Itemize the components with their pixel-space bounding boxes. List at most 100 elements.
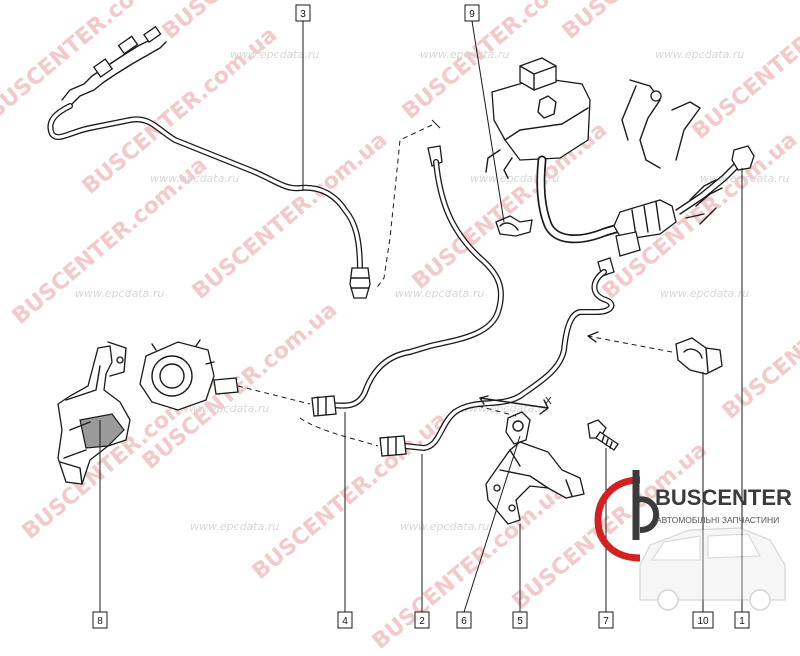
logo-van-graphic: [639, 527, 786, 611]
part-7-bolt: [587, 419, 619, 451]
watermark-brand: BUSCENTER.com.ua: [248, 407, 452, 584]
feed-fitting-outline: [71, 41, 167, 105]
bracket-folds: [59, 365, 101, 485]
arrow-head: [587, 331, 599, 343]
pipe-4-inner: [328, 160, 503, 408]
connection-dashed-line: [299, 417, 379, 447]
support-bracket-plate: [485, 441, 585, 525]
watermark-brand: BUSCENTER.com.ua: [558, 0, 762, 45]
bracket-shaded-face: [79, 413, 125, 449]
part-9-reservoir-assembly: [485, 57, 637, 244]
watermark-site: www.epcdata.ru: [150, 172, 239, 185]
callout-4: 4: [337, 611, 353, 629]
logo-name: BUSCENTER: [655, 485, 792, 510]
callout-10: 10: [692, 611, 714, 629]
reservoir-cap: [519, 57, 557, 91]
watermark-site: www.epcdata.ru: [660, 287, 749, 300]
pedal-bracket: [621, 79, 661, 169]
slave-cylinder-bore: [159, 363, 185, 389]
pushrod-clevis: [731, 145, 755, 171]
bracket-hole: [116, 356, 124, 364]
part-3-upper-pipe: [47, 25, 371, 299]
pushrod-boot: [689, 179, 723, 207]
dimension-arrow-head: [479, 395, 489, 405]
mount-stud: [685, 207, 717, 225]
cut-mark: [431, 119, 441, 129]
watermark-site: www.epcdata.ru: [230, 48, 319, 61]
pipe-3-end-fitting: [349, 267, 371, 299]
callout-5: 5: [512, 611, 528, 629]
fluid-reservoir: [491, 77, 591, 161]
slave-cylinder-bore: [151, 355, 193, 397]
connection-dashed-line: [374, 124, 433, 291]
watermark-site: www.epcdata.ru: [180, 402, 269, 415]
part-4-long-pipe: [311, 145, 504, 417]
callout-number: 4: [342, 616, 348, 627]
bracket-hole: [508, 504, 516, 512]
cylinder-outlet: [615, 231, 641, 257]
watermark-brand: BUSCENTER.com.ua: [688, 0, 800, 145]
callout-2: 2: [414, 611, 430, 629]
connection-dashed-line: [237, 385, 311, 405]
watermark-site: www.epcdata.ru: [190, 520, 279, 533]
callout-number: 2: [419, 616, 425, 627]
fitting-nut: [117, 35, 139, 55]
callout-number: 6: [461, 616, 467, 627]
watermark-site: www.epcdata.ru: [75, 287, 164, 300]
callout-3: 3: [295, 4, 311, 22]
bracket-plate: [57, 345, 131, 485]
part-6-pipe-clip: [505, 411, 531, 445]
fitting-nut: [143, 25, 162, 44]
slave-cylinder-body: [139, 341, 215, 411]
connection-dashed-line: [587, 335, 673, 353]
dimension-arrow: [479, 397, 549, 415]
callout-1: 1: [734, 611, 750, 629]
clamp-detail: [499, 222, 519, 231]
part-2-pipe: [379, 257, 615, 457]
leader-line-9: [471, 20, 505, 223]
callout-number: 1: [739, 616, 745, 627]
callout-number: 10: [697, 616, 709, 627]
slave-cylinder-lugs: [151, 339, 215, 365]
callout-number: 8: [97, 616, 103, 627]
pipe-clip-body: [505, 411, 531, 445]
slave-cylinder: [139, 339, 239, 411]
pushrod: [679, 163, 743, 215]
bracket-hole: [493, 484, 501, 492]
hose-clip-detail: [683, 347, 709, 373]
watermark-site: www.epcdata.ru: [400, 520, 489, 533]
pivot-bolt: [650, 90, 662, 102]
logo-subtitle: АВТОМОБІЛЬНІ ЗАПЧАСТИНИ: [656, 515, 779, 525]
callout-number: 5: [517, 616, 523, 627]
hose-inner: [538, 157, 635, 242]
part-1-master-cylinder: [613, 79, 755, 257]
watermark-site: www.epcdata.ru: [395, 287, 484, 300]
pipe-2-end-fitting: [379, 435, 407, 457]
leader-line-6: [463, 435, 521, 613]
watermark-brand: BUSCENTER.com.ua: [718, 247, 800, 424]
watermark-site: www.epcdata.ru: [420, 48, 509, 61]
watermark-site: www.epcdata.ru: [655, 48, 744, 61]
bleed-port: [213, 377, 239, 395]
pipe-clip-hole: [512, 420, 524, 432]
callout-6: 6: [456, 611, 472, 629]
logo-mark-outer: [594, 476, 641, 562]
buscenter-logo: BUSCENTER АВТОМОБІЛЬНІ ЗАПЧАСТИНИ: [594, 470, 792, 611]
callout-8: 8: [92, 611, 108, 629]
logo-mark-bowl: [635, 496, 659, 533]
reservoir-edge: [504, 107, 589, 141]
callout-7: 7: [598, 611, 614, 629]
callout-9: 9: [464, 4, 480, 22]
hose-clip-body: [675, 337, 723, 375]
connection-dashed-line: [477, 405, 517, 417]
pipe-3-inner: [48, 104, 362, 272]
dimension-marker-x: X: [545, 396, 552, 407]
leader-lines: [99, 20, 743, 613]
callout-number: 3: [300, 9, 306, 20]
fitting-nut: [92, 58, 114, 78]
pedal-arm: [671, 101, 701, 161]
pushrod: [675, 159, 739, 211]
part-8-bracket: [57, 341, 131, 485]
